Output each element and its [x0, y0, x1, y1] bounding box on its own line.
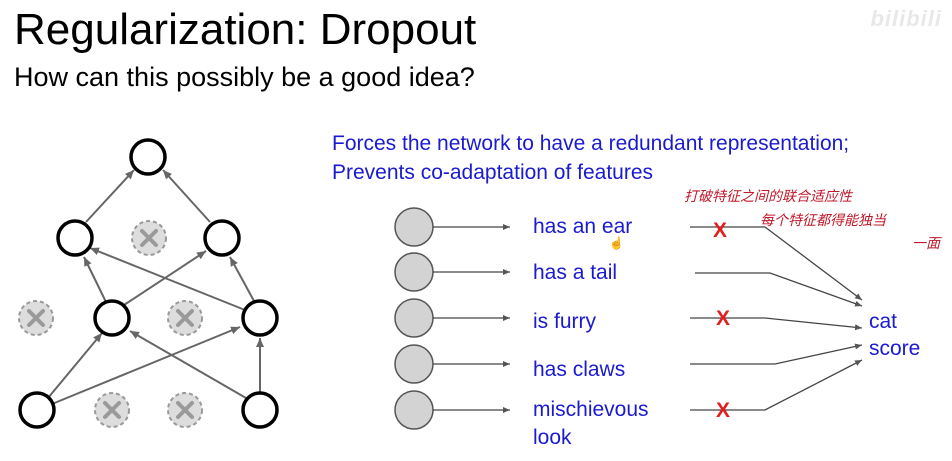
handwritten-note-1: 打破特征之间的联合适应性 [684, 189, 852, 205]
feature-label: look [533, 426, 572, 449]
score-connections [690, 226, 863, 411]
dropped-node [18, 300, 54, 336]
hidden2-node [56, 219, 94, 257]
slide-title: Regularization: Dropout [14, 5, 477, 54]
x-cross-icon [103, 401, 121, 419]
feature-label: has an ear [533, 215, 633, 238]
x-cross-icon [176, 401, 194, 419]
feature-circle [394, 390, 434, 430]
edge [162, 169, 211, 223]
edge [229, 256, 255, 302]
output-node [129, 138, 167, 176]
score-arrow [690, 359, 863, 411]
slide-subtitle: How can this possibly be a good idea? [14, 62, 475, 92]
dropped-feature-mark: X [716, 399, 730, 422]
dropped-node [167, 392, 203, 428]
feature-label: has claws [533, 358, 626, 381]
watermark-logo: bilibili [870, 6, 942, 31]
feature-label: has a tail [533, 261, 618, 284]
x-cross-icon [176, 309, 194, 327]
score-arrow [690, 226, 863, 301]
edge [89, 247, 246, 311]
hand-cursor-icon: ☝ [609, 236, 624, 250]
edge [47, 332, 103, 399]
output-line-1: cat [869, 310, 898, 333]
hidden1-node [93, 299, 131, 337]
dropped-feature-mark: X [716, 307, 730, 330]
edge [85, 169, 135, 223]
edge [83, 256, 107, 303]
handwritten-note-2: 每个特征都得能独当 [760, 213, 886, 229]
hidden2-node [203, 219, 241, 257]
dropped-node [131, 220, 167, 256]
x-cross-icon [27, 309, 45, 327]
input-node [18, 391, 56, 429]
feature-inputs [394, 207, 510, 430]
score-arrow [690, 317, 863, 331]
feature-label: mischievous [533, 398, 649, 421]
score-arrow [695, 272, 863, 307]
dropped-nodes [18, 220, 203, 428]
explanation-line-1: Forces the network to have a redundant r… [332, 132, 850, 155]
feature-circle [394, 344, 434, 384]
dropped-node [94, 392, 130, 428]
cat-score-label: cat score [869, 308, 920, 363]
active-nodes [18, 138, 279, 429]
feature-circle [394, 207, 434, 247]
score-arrow [690, 343, 863, 365]
feature-circle [394, 252, 434, 292]
feature-circle [394, 298, 434, 338]
feature-label: is furry [533, 310, 596, 333]
network-edges [47, 169, 264, 405]
edge [51, 326, 241, 405]
dropped-node [167, 300, 203, 336]
x-cross-icon [140, 229, 158, 247]
explanation-line-2: Prevents co-adaptation of features [332, 161, 654, 184]
hidden1-node [241, 299, 279, 337]
handwritten-note-3: 一面 [912, 236, 940, 252]
output-line-2: score [869, 337, 921, 361]
dropped-feature-mark: X [713, 219, 727, 242]
input-node [241, 391, 279, 429]
edge [129, 330, 247, 399]
